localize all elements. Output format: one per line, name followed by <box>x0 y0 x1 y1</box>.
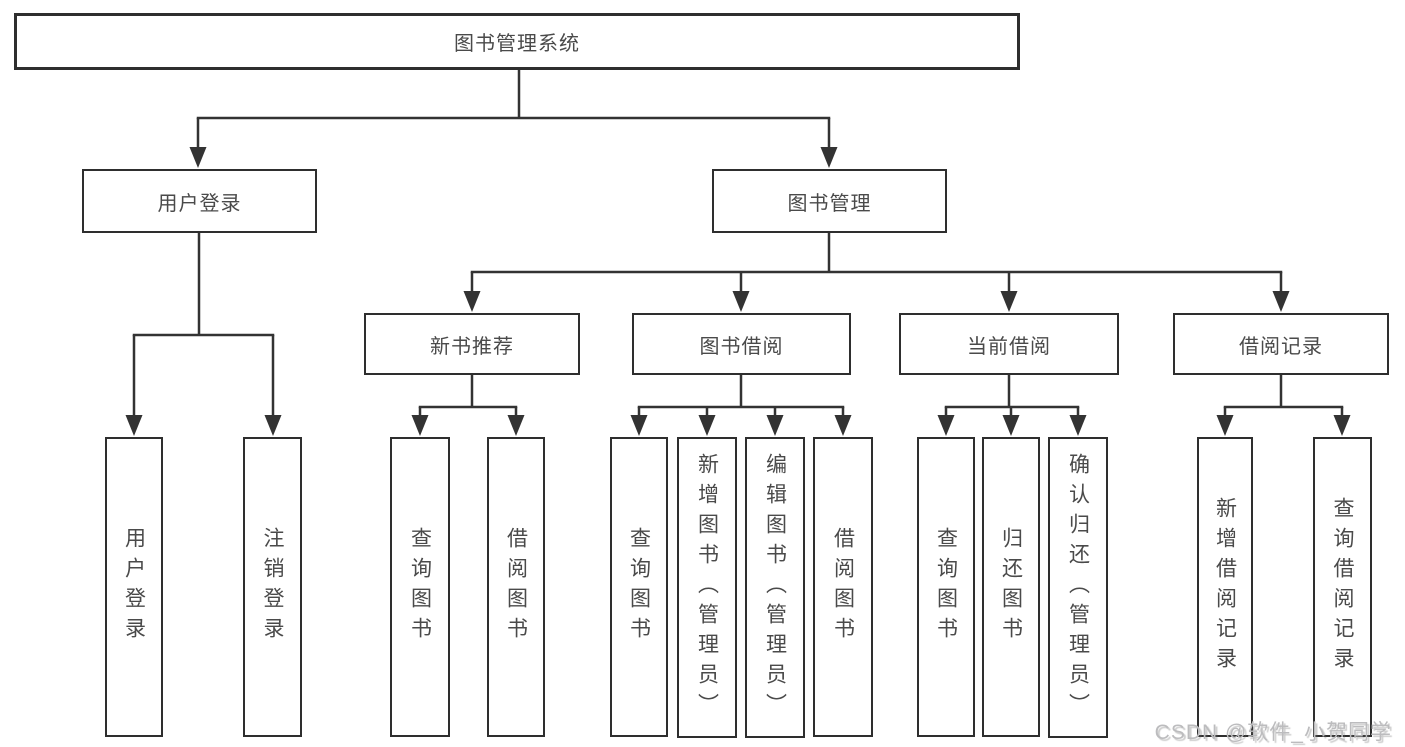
node-current-borrow-label: 当前借阅 <box>967 335 1051 358</box>
node-book-management: 图书管理 <box>712 169 947 233</box>
connector-root-to-level2 <box>189 70 838 168</box>
node-current-borrow: 当前借阅 <box>899 313 1119 375</box>
leaf-return-books: 归还图书 <box>982 437 1040 737</box>
leaf-query-borrow-record: 查询借阅记录 <box>1313 437 1372 737</box>
connector-current-borrow-children <box>937 375 1087 436</box>
leaf-query-books-1: 查询图书 <box>390 437 450 737</box>
leaf-add-borrow-record: 新增借阅记录 <box>1197 437 1253 737</box>
node-root-system-label: 图书管理系统 <box>454 33 580 55</box>
connector-book-mgmt-to-level3 <box>463 233 1290 312</box>
leaf-logout: 注销登录 <box>243 437 302 737</box>
node-book-management-label: 图书管理 <box>787 192 872 215</box>
connector-user-login-children <box>125 233 282 436</box>
node-user-login-label: 用户登录 <box>157 192 242 215</box>
node-new-book-recommend: 新书推荐 <box>364 313 580 375</box>
node-borrow-records: 借阅记录 <box>1173 313 1389 375</box>
leaf-borrow-books-1: 借阅图书 <box>487 437 545 737</box>
node-borrow-records-label: 借阅记录 <box>1239 335 1323 358</box>
leaf-edit-books-admin: 编辑图书（管理员） <box>745 437 805 738</box>
connector-book-borrow-children <box>630 375 852 436</box>
leaf-add-books-admin: 新增图书（管理员） <box>677 437 737 738</box>
leaf-user-login: 用户登录 <box>105 437 163 737</box>
connector-borrow-records-children <box>1216 375 1351 436</box>
leaf-confirm-return-admin: 确认归还（管理员） <box>1048 437 1108 738</box>
csdn-watermark: CSDN @软件_小贺同学 <box>1154 721 1392 744</box>
node-new-book-recommend-label: 新书推荐 <box>430 335 514 358</box>
node-user-login: 用户登录 <box>82 169 317 233</box>
connector-new-book-children <box>411 375 525 436</box>
leaf-borrow-books-2: 借阅图书 <box>813 437 873 737</box>
node-book-borrow: 图书借阅 <box>632 313 851 375</box>
leaf-query-books-3: 查询图书 <box>917 437 975 737</box>
node-book-borrow-label: 图书借阅 <box>699 335 784 358</box>
leaf-query-books-2: 查询图书 <box>610 437 668 737</box>
node-root-system: 图书管理系统 <box>14 13 1020 70</box>
